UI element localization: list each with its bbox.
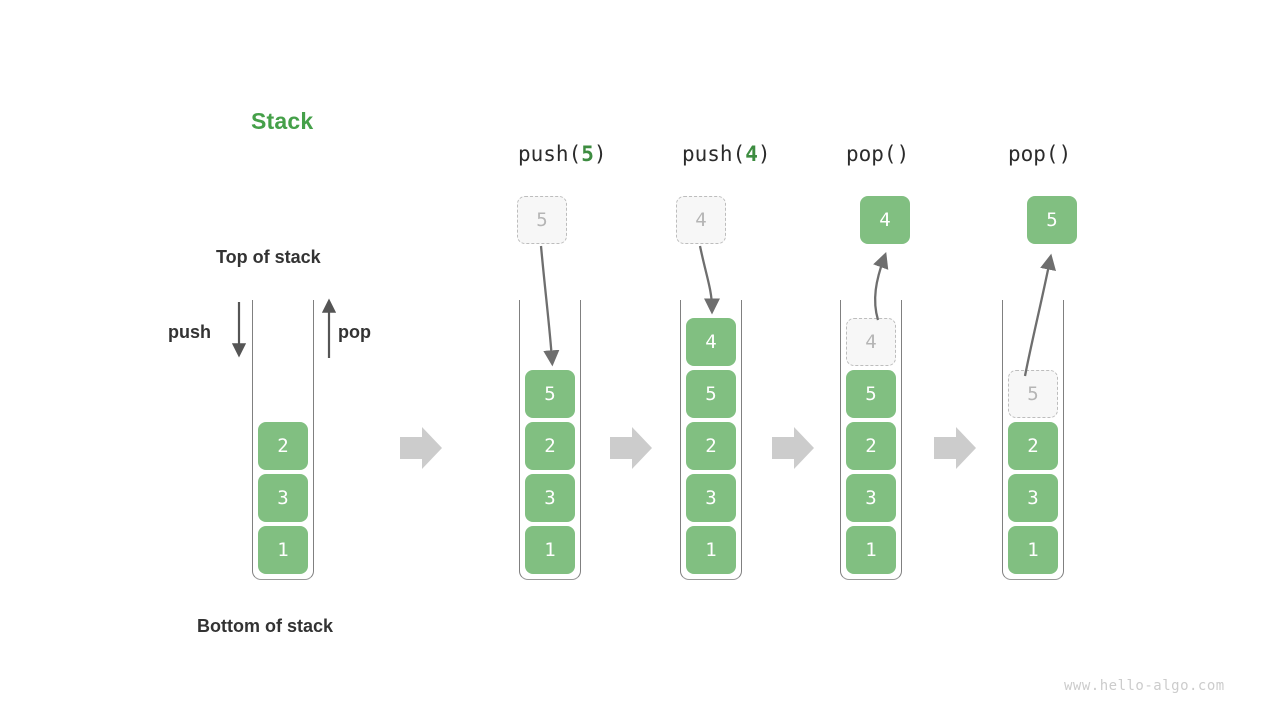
label-push: push	[168, 322, 211, 342]
stack-cell-removed: 4	[846, 318, 896, 366]
stack-container	[519, 300, 581, 580]
stack-cell: 2	[258, 422, 308, 470]
stack-cell: 5	[846, 370, 896, 418]
step-separator-arrow	[400, 427, 442, 469]
page-title: Stack	[251, 108, 314, 134]
popped-element-box: 5	[1027, 196, 1077, 244]
stack-cell: 2	[525, 422, 575, 470]
watermark: www.hello-algo.com	[1064, 678, 1225, 694]
stack-cell: 5	[525, 370, 575, 418]
stack-cell: 2	[846, 422, 896, 470]
stack-container	[840, 300, 902, 580]
stack-container	[252, 300, 314, 580]
stack-cell: 3	[525, 474, 575, 522]
stack-cell: 1	[846, 526, 896, 574]
stack-container	[1002, 300, 1064, 580]
incoming-element-box: 4	[676, 196, 726, 244]
stack-cell: 1	[525, 526, 575, 574]
stack-cell: 3	[686, 474, 736, 522]
stack-cell: 1	[1008, 526, 1058, 574]
stack-cell: 5	[686, 370, 736, 418]
push-flow-arrow-icon	[698, 245, 721, 315]
stack-cell: 2	[686, 422, 736, 470]
label-pop: pop	[338, 322, 371, 342]
step-separator-arrow	[610, 427, 652, 469]
step-header-push-4: push(4)	[682, 142, 771, 166]
popped-element-box: 4	[860, 196, 910, 244]
stack-cell: 4	[686, 318, 736, 366]
step-separator-arrow	[934, 427, 976, 469]
stack-cell: 3	[846, 474, 896, 522]
incoming-element-box: 5	[517, 196, 567, 244]
stack-cell: 3	[258, 474, 308, 522]
label-top-of-stack: Top of stack	[216, 247, 321, 267]
stack-cell: 3	[1008, 474, 1058, 522]
stack-cell: 1	[258, 526, 308, 574]
stack-cell-removed: 5	[1008, 370, 1058, 418]
label-bottom-of-stack: Bottom of stack	[197, 616, 334, 636]
step-header-push-5: push(5)	[518, 142, 607, 166]
stack-container	[680, 300, 742, 580]
step-header-pop-2: pop()	[1008, 142, 1072, 166]
step-header-pop-1: pop()	[846, 142, 910, 166]
stack-cell: 1	[686, 526, 736, 574]
stack-cell: 2	[1008, 422, 1058, 470]
step-separator-arrow	[772, 427, 814, 469]
